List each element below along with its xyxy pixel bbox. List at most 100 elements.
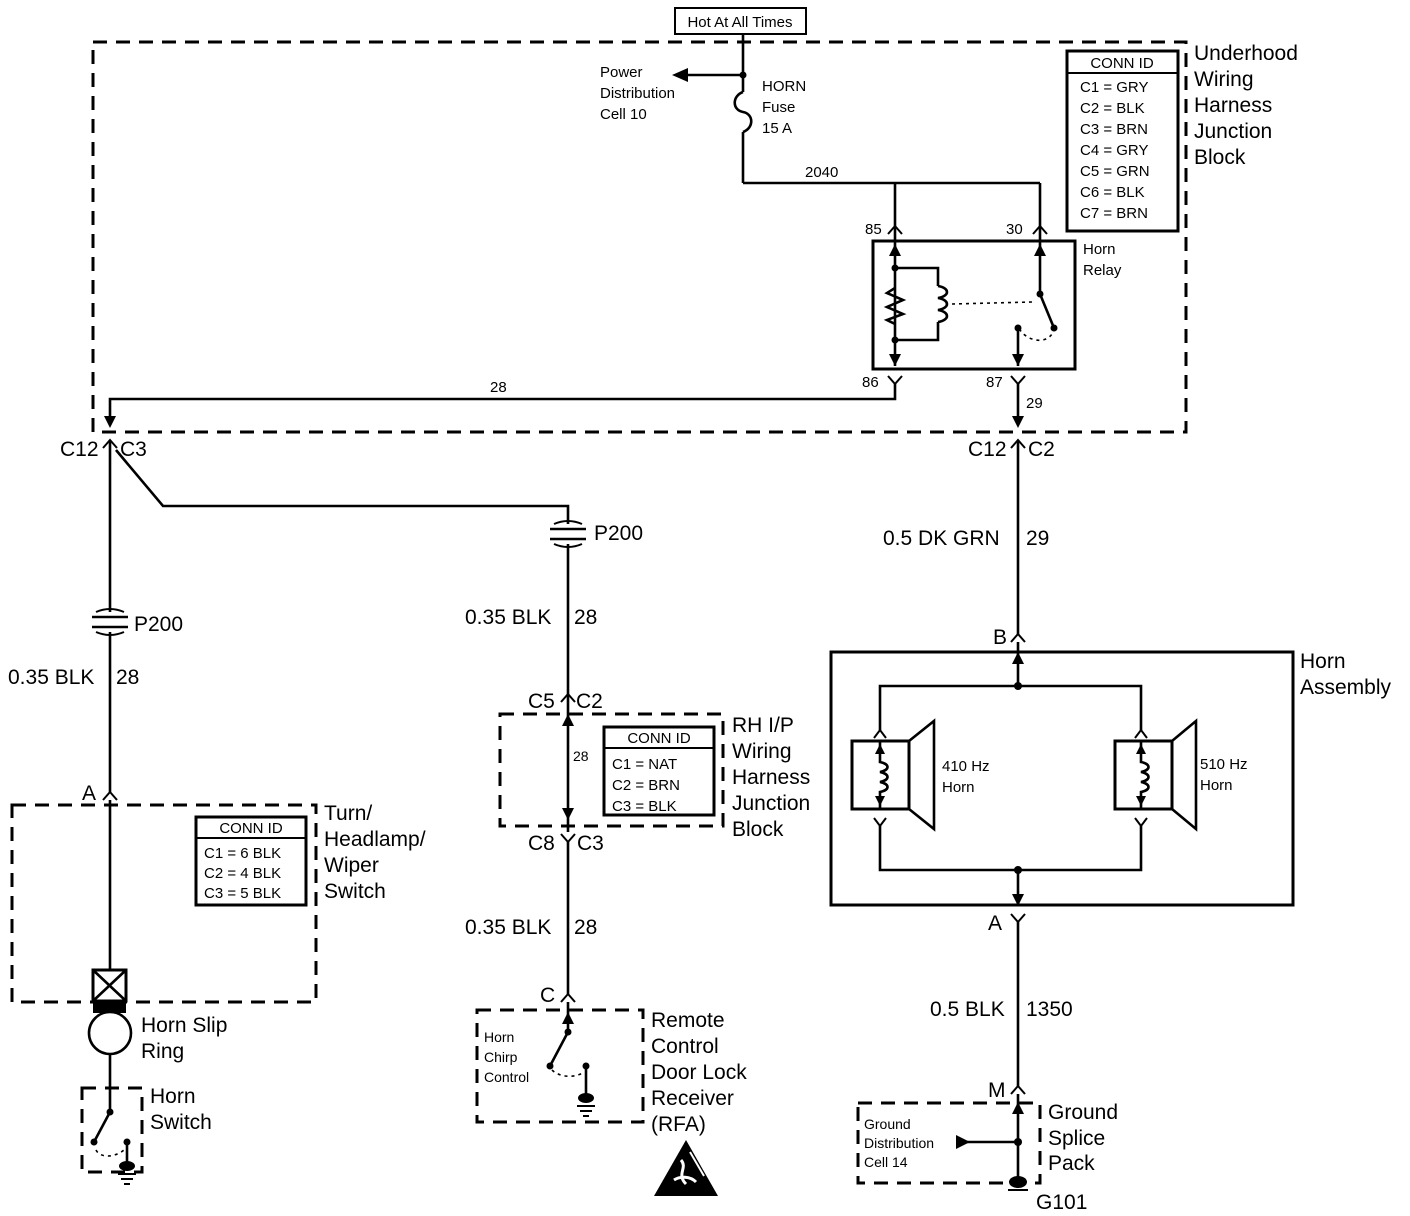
pin-30-label: 30 xyxy=(1006,221,1023,238)
svg-text:Block: Block xyxy=(732,818,784,841)
rh-conn-row: C3 = BLK xyxy=(612,798,677,815)
p200-mid-label: P200 xyxy=(594,522,643,545)
c3-mid-label: C3 xyxy=(577,832,604,855)
mid-wire-circuit-1: 28 xyxy=(574,606,597,629)
pin-m-label: M xyxy=(988,1079,1006,1102)
svg-text:Harness: Harness xyxy=(1194,94,1272,117)
power-dist-line-1: Power xyxy=(600,64,643,81)
ground-splice-title: Ground Splice Pack xyxy=(1048,1101,1118,1175)
horn-switch-dashed-boundary xyxy=(80,1086,144,1174)
horn-assembly-label-2: Assembly xyxy=(1300,676,1392,699)
svg-text:Switch: Switch xyxy=(324,880,386,903)
hot-label: Hot At All Times xyxy=(687,14,792,31)
svg-text:Pack: Pack xyxy=(1048,1152,1095,1175)
underhood-conn-row: C7 = BRN xyxy=(1080,205,1148,222)
svg-text:Wiring: Wiring xyxy=(732,740,792,763)
rh-conn-id-table: CONN ID C1 = NAT C2 = BRN C3 = BLK xyxy=(602,725,716,817)
left-wire-circuit: 28 xyxy=(116,666,139,689)
pin-b-label: B xyxy=(993,626,1007,649)
svg-text:Receiver: Receiver xyxy=(651,1087,734,1110)
power-distribution-arrow-icon xyxy=(672,68,688,82)
mid-wire-size-1: 0.35 BLK xyxy=(465,606,551,629)
slip-ring-label-2: Ring xyxy=(141,1040,184,1063)
svg-text:RH I/P: RH I/P xyxy=(732,714,794,737)
c8-label: C8 xyxy=(528,832,555,855)
switch-conn-row: C1 = 6 BLK xyxy=(204,845,281,862)
hot-at-all-times-box: Hot At All Times xyxy=(674,7,807,35)
relay-name-2: Relay xyxy=(1083,262,1122,279)
rfa-dashed-boundary xyxy=(475,1008,645,1124)
svg-text:Turn/: Turn/ xyxy=(324,802,372,825)
circuit-29-label: 29 xyxy=(1026,395,1043,412)
c3-left-label: C3 xyxy=(120,438,147,461)
ground-distribution-arrow-icon xyxy=(956,1135,970,1149)
switch-conn-row: C3 = 5 BLK xyxy=(204,885,281,902)
pin-87-terminal-icon xyxy=(1010,375,1026,386)
switch-conn-header: CONN ID xyxy=(219,820,283,837)
c5-label: C5 xyxy=(528,690,555,713)
svg-text:Remote: Remote xyxy=(651,1009,725,1032)
pin-c-terminal-icon xyxy=(560,992,576,1003)
power-dist-line-3: Cell 10 xyxy=(600,106,647,123)
ground-dist-label-1: Ground xyxy=(864,1116,911,1132)
slip-ring-label-1: Horn Slip xyxy=(141,1014,227,1037)
pin-a-right-label: A xyxy=(988,912,1002,935)
horn-510-label-2: Horn xyxy=(1200,777,1233,794)
horn-410-label-1: 410 Hz xyxy=(942,758,990,775)
rh-conn-row: C2 = BRN xyxy=(612,777,680,794)
underhood-conn-row: C4 = GRY xyxy=(1080,142,1149,159)
horn-relay xyxy=(871,226,1077,371)
svg-text:Headlamp/: Headlamp/ xyxy=(324,828,426,851)
fuse-label-2: Fuse xyxy=(762,99,795,116)
switch-conn-row: C2 = 4 BLK xyxy=(204,865,281,882)
underhood-conn-header: CONN ID xyxy=(1090,55,1154,72)
right-wire-size: 0.5 DK GRN xyxy=(883,527,1000,550)
power-dist-line-2: Distribution xyxy=(600,85,675,102)
circuit-2040-label: 2040 xyxy=(805,164,838,181)
pin-85-label: 85 xyxy=(865,221,882,238)
ground-wire-circuit: 1350 xyxy=(1026,998,1073,1021)
underhood-conn-id-table: CONN ID C1 = GRY C2 = BLK C3 = BRN C4 = … xyxy=(1065,49,1180,233)
mid-wire-size-2: 0.35 BLK xyxy=(465,916,551,939)
chirp-label-1: Horn xyxy=(484,1029,514,1045)
svg-text:Wiring: Wiring xyxy=(1194,68,1254,91)
ground-splice-icon xyxy=(956,1094,1028,1191)
mid-wire-circuit-2: 28 xyxy=(574,916,597,939)
svg-text:Door Lock: Door Lock xyxy=(651,1061,747,1084)
svg-text:Block: Block xyxy=(1194,146,1246,169)
c2-right-label: C2 xyxy=(1028,438,1055,461)
chirp-label-3: Control xyxy=(484,1069,529,1085)
c12-right-label: C12 xyxy=(968,438,1007,461)
svg-text:Control: Control xyxy=(651,1035,719,1058)
svg-text:Underhood: Underhood xyxy=(1194,42,1298,65)
rh-block-title: RH I/P Wiring Harness Junction Block xyxy=(732,714,810,841)
horn-410-icon xyxy=(850,718,936,832)
rh-conn-row: C1 = NAT xyxy=(612,756,677,773)
fuse-label-1: HORN xyxy=(762,78,806,95)
svg-text:Junction: Junction xyxy=(732,792,810,815)
underhood-block-title: Underhood Wiring Harness Junction Block xyxy=(1194,42,1298,169)
c8-c3-terminal-icon xyxy=(560,833,576,844)
p200-left-label: P200 xyxy=(134,613,183,636)
pin-a-left-label: A xyxy=(82,782,96,805)
horn-fuse-icon xyxy=(733,90,753,183)
pin-86-terminal-icon xyxy=(887,375,903,386)
horn-switch-icon xyxy=(90,1088,136,1185)
horn-switch-label-2: Switch xyxy=(150,1111,212,1134)
horn-slip-ring-icon xyxy=(87,968,133,1088)
p200-mid-connector-icon xyxy=(550,520,586,548)
pin-c-label: C xyxy=(540,984,555,1007)
c5-c2-terminal-icon xyxy=(560,692,576,703)
mid-inner-circuit: 28 xyxy=(573,748,589,764)
switch-conn-id-table: CONN ID C1 = 6 BLK C2 = 4 BLK C3 = 5 BLK xyxy=(194,815,308,907)
svg-text:Wiper: Wiper xyxy=(324,854,379,877)
underhood-conn-row: C1 = GRY xyxy=(1080,79,1149,96)
horn-510-label-1: 510 Hz xyxy=(1200,756,1248,773)
horn-assembly-label-1: Horn xyxy=(1300,650,1346,673)
horn-410-label-2: Horn xyxy=(942,779,975,796)
underhood-conn-row: C3 = BRN xyxy=(1080,121,1148,138)
svg-text:(RFA): (RFA) xyxy=(651,1113,706,1136)
p200-left-connector-icon xyxy=(92,608,128,636)
switch-title: Turn/ Headlamp/ Wiper Switch xyxy=(324,802,426,903)
